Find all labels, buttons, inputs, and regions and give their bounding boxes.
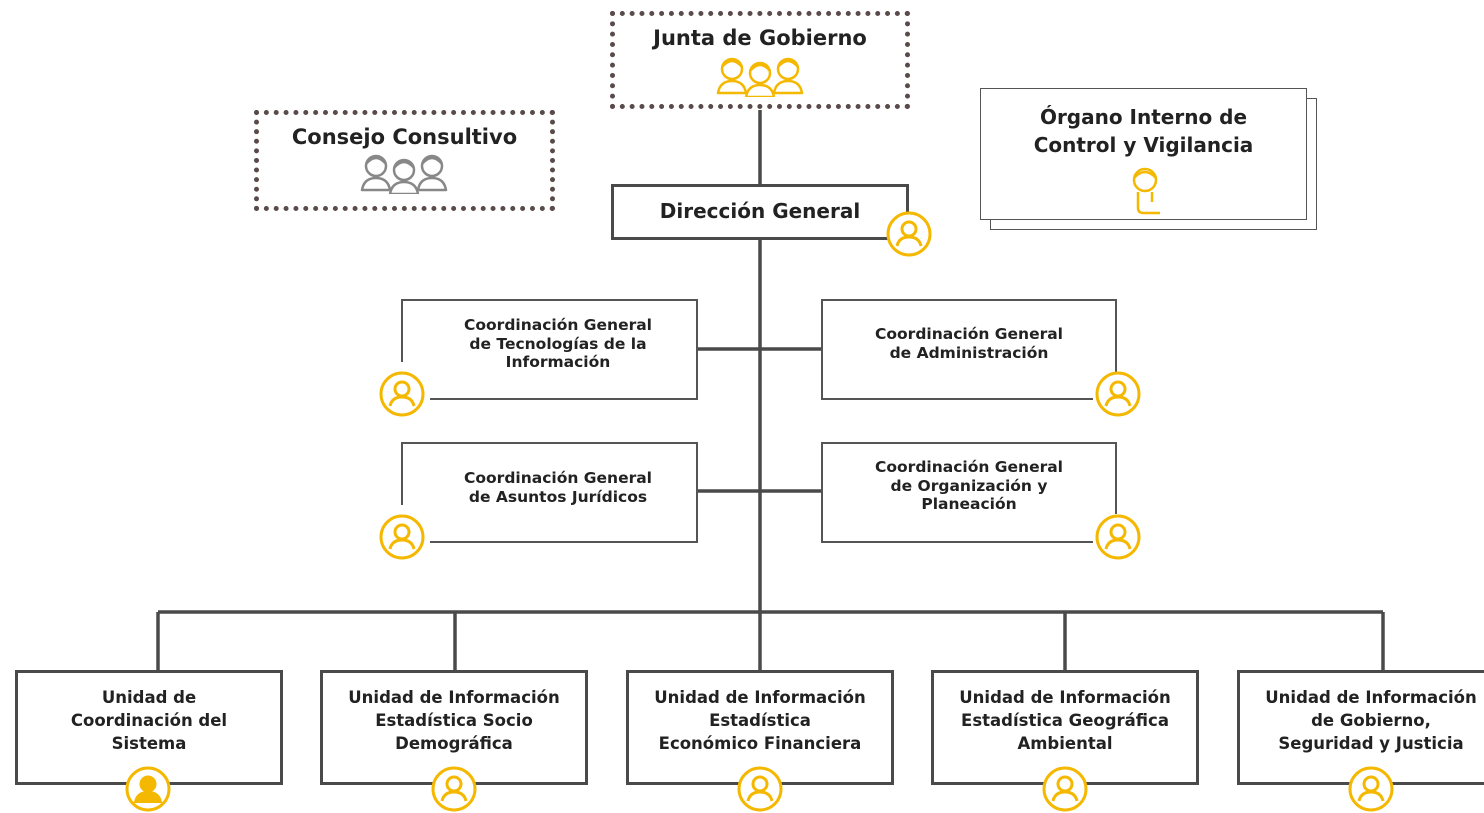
coord-frame-juridicos [401, 442, 698, 543]
person-circle-icon [431, 766, 477, 812]
person-icon [1132, 167, 1160, 215]
person-circle-filled-icon [125, 766, 171, 812]
coordinacion-planeacion-label-box: Coordinación General de Organización y P… [822, 446, 1116, 526]
direccion-general-label: Dirección General [659, 199, 861, 224]
organo-interno-box: Órgano Interno de Control y Vigilancia [980, 88, 1307, 220]
unidad-coordinacion-sistema-label: Unidad de Coordinación del Sistema [70, 688, 228, 753]
unidad-gobierno-seguridad-justicia-label: Unidad de Información de Gobierno, Segur… [1265, 688, 1477, 753]
unidad-economico-financiera-box: Unidad de Información Estadística Económ… [626, 670, 894, 785]
coordinacion-planeacion-label: Coordinación General de Organización y P… [875, 457, 1063, 514]
group-icon [716, 57, 804, 97]
person-circle-icon [1095, 514, 1141, 560]
coordinacion-tecnologias-label-box: Coordinación General de Tecnologías de l… [410, 304, 706, 384]
person-circle-icon [1042, 766, 1088, 812]
person-circle-icon [1095, 371, 1141, 417]
unidad-economico-financiera-label: Unidad de Información Estadística Económ… [654, 688, 866, 753]
person-circle-icon [379, 371, 425, 417]
coord-frame-admin [821, 299, 1117, 400]
group-icon [360, 154, 448, 194]
junta-de-gobierno-label: Junta de Gobierno [653, 26, 867, 50]
unidad-coordinacion-sistema-box: Unidad de Coordinación del Sistema [15, 670, 283, 785]
person-circle-icon [886, 211, 932, 257]
unidad-geografica-ambiental-label: Unidad de Información Estadística Geográ… [959, 688, 1171, 753]
unidad-gobierno-seguridad-justicia-box: Unidad de Información de Gobierno, Segur… [1237, 670, 1484, 785]
person-circle-icon [1348, 766, 1394, 812]
direccion-general-box: Dirección General [611, 184, 909, 240]
coordinacion-tecnologias-label: Coordinación General de Tecnologías de l… [464, 315, 652, 372]
unidad-socio-demografica-label: Unidad de Información Estadística Socio … [348, 688, 560, 753]
person-circle-icon [737, 766, 783, 812]
coordinacion-juridicos-label: Coordinación General de Asuntos Jurídico… [464, 469, 652, 506]
unidad-geografica-ambiental-box: Unidad de Información Estadística Geográ… [931, 670, 1199, 785]
consejo-consultivo-box: Consejo Consultivo [254, 110, 555, 211]
coordinacion-administracion-label: Coordinación General de Administración [875, 325, 1063, 362]
consejo-consultivo-label: Consejo Consultivo [291, 125, 518, 149]
coordinacion-administracion-label-box: Coordinación General de Administración [822, 312, 1116, 376]
unidad-socio-demografica-box: Unidad de Información Estadística Socio … [320, 670, 588, 785]
coord-frame-planeacion [821, 442, 1117, 543]
coordinacion-juridicos-label-box: Coordinación General de Asuntos Jurídico… [410, 456, 706, 520]
person-circle-icon [379, 514, 425, 560]
coord-frame-ti [401, 299, 698, 400]
organo-interno-label: Órgano Interno de Control y Vigilancia [1033, 105, 1254, 157]
junta-de-gobierno-box: Junta de Gobierno [610, 11, 910, 109]
